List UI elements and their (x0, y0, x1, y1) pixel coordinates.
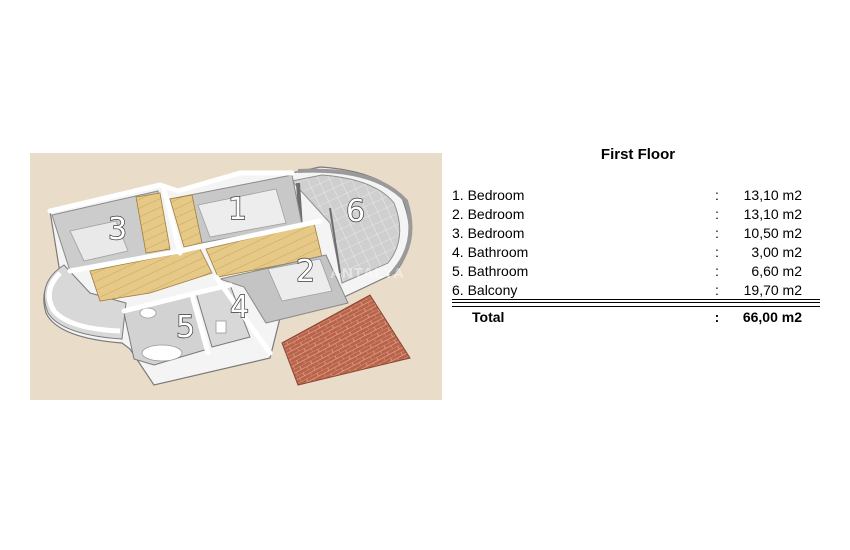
balcony-floor (291, 174, 401, 284)
room-name: 6. Balcony (452, 281, 518, 298)
balcony-post (329, 207, 341, 274)
sink (139, 307, 157, 319)
balcony-railing (297, 168, 413, 277)
room-area: 13,10 m2 (743, 186, 802, 203)
area-table: First Floor 1. Bedroom : 13,10 m2 2. Bed… (452, 146, 820, 326)
room-1-bed (197, 188, 287, 238)
room-1-wardrobe (169, 194, 203, 248)
room-label-4: 4 (230, 290, 249, 325)
room-3-wardrobe (135, 192, 171, 254)
room-2-bed (267, 258, 333, 302)
floor-plan-svg: 1 2 3 4 5 6 ANTALYA (30, 153, 442, 400)
watermark-text: ANTALYA (330, 265, 405, 282)
total-label: Total (472, 308, 505, 325)
separator: : (715, 186, 719, 203)
table-row: 6. Balcony : 19,70 m2 (452, 280, 820, 300)
toilet (215, 320, 227, 334)
double-rule (452, 302, 820, 307)
separator: : (714, 308, 720, 325)
table-row: 3. Bedroom : 10,50 m2 (452, 223, 820, 242)
separator: : (715, 205, 719, 222)
bathtub (141, 344, 183, 362)
table-row: 5. Bathroom : 6,60 m2 (452, 261, 820, 280)
brick-terrace (281, 294, 411, 386)
separator: : (715, 224, 719, 241)
room-label-2: 2 (296, 254, 315, 289)
table-row: 4. Bathroom : 3,00 m2 (452, 242, 820, 261)
total-row: Total : 66,00 m2 (452, 307, 820, 326)
table-title: First Floor (600, 146, 676, 163)
room-area: 3,00 m2 (751, 243, 802, 260)
room-name: 3. Bedroom (452, 224, 525, 241)
room-name: 2. Bedroom (452, 205, 525, 222)
separator: : (715, 243, 719, 260)
table-rows: 1. Bedroom : 13,10 m2 2. Bedroom : 13,10… (452, 185, 820, 300)
total-area: 66,00 m2 (742, 308, 802, 325)
floor-plan-image: 1 2 3 4 5 6 ANTALYA (30, 153, 442, 400)
room-3-bed (69, 220, 129, 262)
table-row: 1. Bedroom : 13,10 m2 (452, 185, 820, 204)
inner-walls (47, 170, 323, 356)
room-name: 4. Bathroom (452, 243, 529, 260)
room-label-3: 3 (108, 212, 127, 247)
room-area: 6,60 m2 (751, 262, 802, 279)
separator: : (715, 281, 719, 298)
room-label-6: 6 (346, 194, 365, 229)
room-label-5: 5 (176, 310, 195, 345)
rounded-wing-wall (46, 271, 121, 334)
table-row: 2. Bedroom : 13,10 m2 (452, 204, 820, 223)
room-name: 5. Bathroom (452, 262, 529, 279)
room-area: 13,10 m2 (743, 205, 802, 222)
room-area: 10,50 m2 (743, 224, 802, 241)
room-name: 1. Bedroom (452, 186, 525, 203)
room-label-1: 1 (228, 192, 247, 227)
room-area: 19,70 m2 (743, 281, 802, 298)
separator: : (715, 262, 719, 279)
